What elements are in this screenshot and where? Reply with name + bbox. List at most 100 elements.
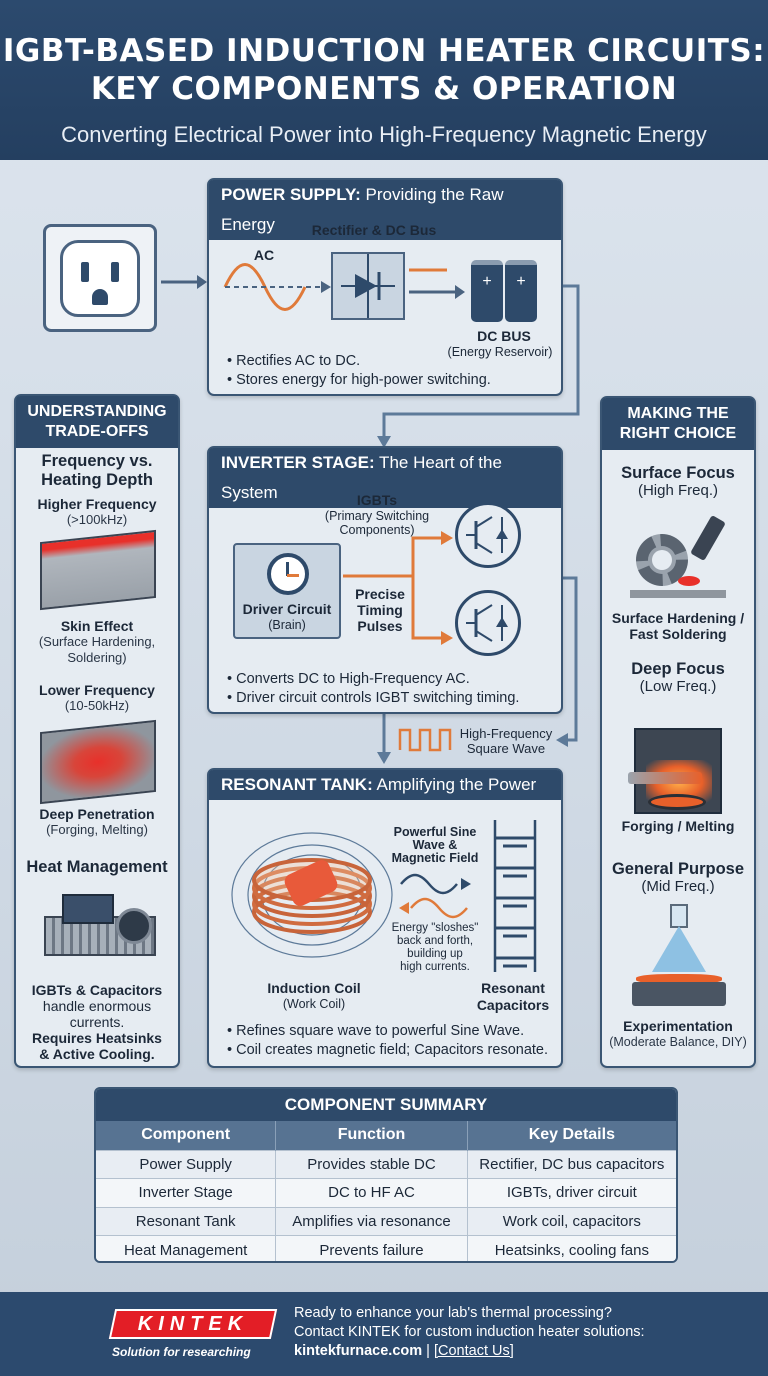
general-use: Experimentation xyxy=(623,1018,733,1034)
summary-title: COMPONENT SUMMARY xyxy=(96,1089,676,1121)
table-cell: Amplifies via resonance xyxy=(275,1206,468,1236)
inverter-bullet-2: • Driver circuit controls IGBT switching… xyxy=(227,690,520,706)
table-cell: Provides stable DC xyxy=(275,1149,468,1179)
table-row: Resonant Tank Amplifies via resonance Wo… xyxy=(96,1206,676,1236)
sine-wave-label-2: Wave & xyxy=(412,838,458,852)
igbts-sublabel-1: (Primary Switching xyxy=(324,509,430,523)
table-cell: Power Supply xyxy=(96,1149,277,1179)
power-supply-bullet-1: • Rectifies AC to DC. xyxy=(227,353,361,369)
website-link[interactable]: kintekfurnace.com xyxy=(294,1343,423,1359)
flow-connectors xyxy=(377,284,580,764)
timing-label-3: Pulses xyxy=(357,618,403,634)
table-cell: Prevents failure xyxy=(275,1235,468,1261)
contact-us-link[interactable]: [Contact Us] xyxy=(433,1343,514,1359)
flask-hotplate-icon xyxy=(632,904,726,1008)
inverter-title: INVERTER STAGE: The Heart of the System xyxy=(209,448,561,508)
deep-use: Forging / Melting xyxy=(621,818,735,834)
surface-use-2: Fast Soldering xyxy=(629,626,727,642)
skin-effect-sub-2: Soldering) xyxy=(67,650,127,665)
heat-management-heading: Heat Management xyxy=(26,858,168,876)
page-subtitle: Converting Electrical Power into High-Fr… xyxy=(61,122,707,147)
table-header-cell: Component xyxy=(96,1121,277,1150)
table-cell: IGBTs, driver circuit xyxy=(467,1178,676,1207)
ac-sine-wave-icon xyxy=(223,263,331,311)
power-supply-panel: POWER SUPPLY: Providing the Raw Energy R… xyxy=(207,178,563,396)
table-cell: Work coil, capacitors xyxy=(467,1206,676,1236)
logo-tagline: Solution for researching xyxy=(112,1345,251,1359)
freq-depth-heading-1: Frequency vs. xyxy=(41,452,153,470)
component-summary-table: COMPONENT SUMMARY Component Function Key… xyxy=(94,1087,678,1263)
deep-penetration-label: Deep Penetration xyxy=(39,806,155,822)
induction-coil-icon xyxy=(231,832,393,958)
skin-effect-block-icon xyxy=(40,529,156,611)
igbts-sublabel-2: Components) xyxy=(339,523,415,537)
footer-separator: | xyxy=(422,1343,434,1359)
resonant-tank-title: RESONANT TANK: Amplifying the Power xyxy=(209,770,561,800)
heat-text-2: handle enormous xyxy=(42,998,152,1014)
capacitors-label-1: Resonant xyxy=(481,980,545,996)
deep-penetration-sub: (Forging, Melting) xyxy=(46,822,148,837)
rectifier-diode-icon xyxy=(331,252,405,320)
kintek-logo[interactable]: KINTEK xyxy=(108,1309,278,1339)
driver-circuit-sublabel: (Brain) xyxy=(268,618,306,632)
slosh-label-3: building up xyxy=(407,948,463,960)
igbt-transistor-icon-2 xyxy=(455,590,521,656)
table-cell: DC to HF AC xyxy=(275,1178,468,1207)
low-freq-value: (10-50kHz) xyxy=(64,698,130,713)
low-freq-label: Lower Frequency xyxy=(39,682,155,698)
table-header-cell: Function xyxy=(275,1121,468,1150)
footer-cta: Ready to enhance your lab's thermal proc… xyxy=(294,1304,645,1361)
general-purpose-heading: General Purpose xyxy=(611,860,745,878)
resonant-bullet-1: • Refines square wave to powerful Sine W… xyxy=(227,1023,525,1039)
page-title-line-1: IGBT-BASED INDUCTION HEATER CIRCUITS: xyxy=(2,33,766,69)
heat-text-3: currents. xyxy=(69,1014,125,1030)
heat-text-5: & Active Cooling. xyxy=(39,1046,155,1062)
igbt-transistor-icon-1 xyxy=(455,502,521,568)
table-cell: Rectifier, DC bus capacitors xyxy=(467,1149,676,1179)
forging-icon xyxy=(628,728,722,814)
sine-wave-label-3: Magnetic Field xyxy=(391,851,479,865)
coil-label: Induction Coil xyxy=(267,980,361,996)
heat-text-1: IGBTs & Capacitors xyxy=(31,982,163,998)
high-freq-label: Higher Frequency xyxy=(37,496,157,512)
timing-pulse-arrows xyxy=(343,531,453,645)
sine-energy-arrows xyxy=(399,873,471,919)
resonant-capacitor-icon xyxy=(493,820,537,972)
table-cell: Inverter Stage xyxy=(96,1178,277,1207)
table-cell: Heatsinks, cooling fans xyxy=(467,1235,676,1261)
deep-penetration-block-icon xyxy=(40,719,156,805)
timing-label-1: Precise xyxy=(355,586,405,602)
slosh-label-2: back and forth, xyxy=(396,935,474,947)
surface-focus-freq: (High Freq.) xyxy=(637,482,719,499)
footer: KINTEK Solution for researching Ready to… xyxy=(0,1292,768,1376)
capacitor-icon: + + xyxy=(469,254,539,326)
power-supply-title: POWER SUPPLY: Providing the Raw Energy xyxy=(209,180,561,240)
igbts-label: IGBTs xyxy=(356,492,398,508)
heatsink-icon xyxy=(44,886,156,962)
footer-line-1: Ready to enhance your lab's thermal proc… xyxy=(294,1305,612,1321)
table-cell: Heat Management xyxy=(96,1235,277,1261)
header: IGBT-BASED INDUCTION HEATER CIRCUITS: KE… xyxy=(0,0,768,160)
high-freq-value: (>100kHz) xyxy=(66,512,128,527)
rectifier-label: Rectifier & DC Bus xyxy=(311,222,437,238)
timing-label-2: Timing xyxy=(357,602,403,618)
footer-line-2: Contact KINTEK for custom induction heat… xyxy=(294,1324,645,1340)
driver-circuit-box: Driver Circuit (Brain) xyxy=(233,543,341,639)
clock-icon xyxy=(267,553,309,595)
page-title-line-2: KEY COMPONENTS & OPERATION xyxy=(90,71,678,107)
wall-outlet-icon xyxy=(43,224,157,332)
table-row: Heat Management Prevents failure Heatsin… xyxy=(96,1235,676,1261)
deep-focus-heading: Deep Focus xyxy=(631,660,725,678)
resonant-bullet-2: • Coil creates magnetic field; Capacitor… xyxy=(227,1042,549,1058)
deep-focus-freq: (Low Freq.) xyxy=(639,678,717,695)
square-wave-label-2: Square Wave xyxy=(466,741,546,756)
power-supply-bullet-2: • Stores energy for high-power switching… xyxy=(227,372,491,388)
skin-effect-label: Skin Effect xyxy=(60,618,134,634)
table-header-row: Component Function Key Details xyxy=(96,1121,676,1150)
driver-circuit-label: Driver Circuit xyxy=(242,601,332,617)
slosh-label-4: high currents. xyxy=(400,961,470,973)
